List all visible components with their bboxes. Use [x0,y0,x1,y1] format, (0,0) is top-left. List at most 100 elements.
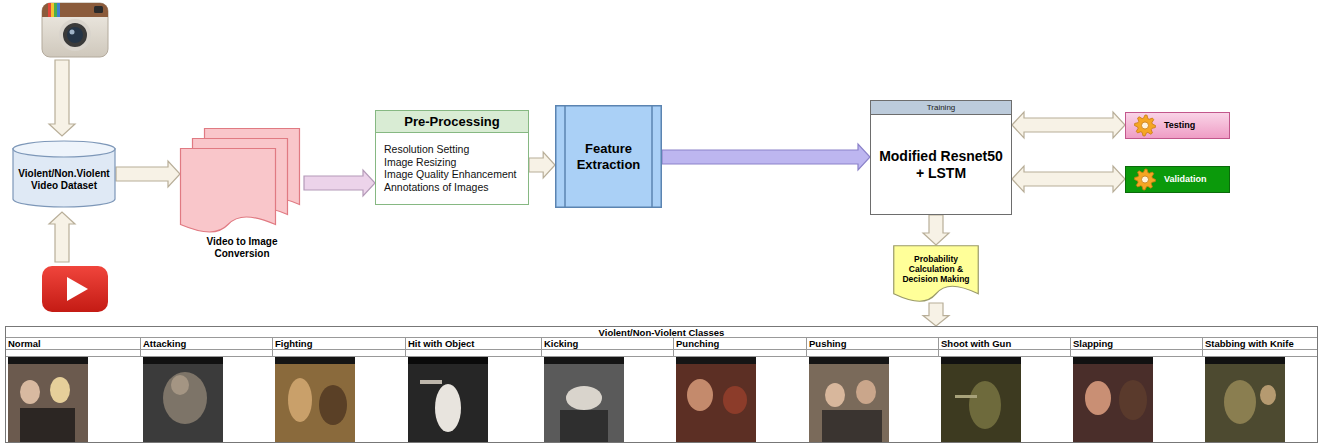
thumbnail-figure [955,395,977,398]
class-name: Normal [6,338,140,350]
table-cell: Punching [674,338,807,357]
table-cell: Stabbing with Knife [1203,338,1317,357]
class-name: Kicking [542,338,673,350]
gear-hole [1142,122,1149,129]
document-outline [894,246,979,302]
thumbnail [8,357,88,443]
node-title: Validation [1164,174,1207,185]
node-title: Testing [1164,120,1195,131]
flow-arrow [116,161,180,187]
thumbnail-band [408,357,488,364]
table-cell: Hit with Object [406,338,542,357]
class-name: Pushing [807,338,938,350]
node-text: Resolution Setting [376,143,528,156]
icon-stripe [54,3,57,17]
thumbnail [275,357,355,443]
thumbnail-figure [420,380,442,384]
thumbnail-band [275,357,355,364]
thumbnail [143,357,223,443]
thumbnail-figure [319,385,347,425]
process-outline [556,106,662,208]
class-name: Shoot with Gun [939,338,1070,350]
thumbnail-figure [723,386,747,414]
frame-page [181,149,276,233]
flow-arrow [304,170,375,196]
process-bar [564,105,566,208]
thumbnail-band [544,357,624,364]
source-arrow [49,60,75,136]
cylinder-top [13,141,115,157]
thumbnail-band [8,357,88,364]
thumbnail-figure [969,381,1001,429]
class-name: Slapping [1071,338,1202,350]
testing-box: Testing [1125,112,1230,139]
thumbnail-figure [560,410,608,443]
thumbnail-figure [50,377,70,403]
thumbnail [941,357,1021,443]
icon-body [42,266,108,312]
thumbnail-band [1205,357,1285,364]
node-title: Training [871,101,1011,115]
icon-lens [67,27,83,43]
dataset-cylinder: Violent/Non.Violent Video Dataset [12,140,116,208]
class-thumbnails [8,357,1285,443]
thumbnail [544,357,624,443]
class-name: Punching [674,338,806,350]
node-title: Violent/Non-Violent Classes [6,327,1317,338]
node-text: Modified Resnet50 + LSTM [871,115,1011,214]
icon-stripe [48,3,51,17]
thumbnail [1205,357,1285,443]
node-title: Violent/Non.Violent Video Dataset [14,168,114,192]
thumbnail-figure [1260,385,1276,405]
flow-arrow [923,215,949,245]
thumbnail-figure [856,380,876,404]
thumbnail [408,357,488,443]
flow-arrow [662,144,870,170]
node-text: Annotations of Images [376,181,528,194]
icon-lens [61,21,89,49]
play-symbol [67,277,88,301]
gear-icon [1135,115,1156,136]
process-bar [651,105,653,208]
gear-icon [1135,169,1156,190]
source-arrow [49,212,75,262]
thumbnail-figure [1224,380,1256,424]
table-cell: Pushing [807,338,939,357]
table-cell: Fighting [273,338,406,357]
node-text: Image Resizing [376,156,528,169]
flow-arrow [923,303,949,326]
thumbnail-figure [20,380,40,404]
flow-arrow [1012,166,1125,192]
thumbnail-figure [171,375,189,395]
class-name: Hit with Object [406,338,541,350]
thumbnail [676,357,756,443]
table-cell: Shoot with Gun [939,338,1071,357]
icon-stripe [57,3,60,17]
thumbnail-figure [435,384,461,432]
node-title: Probability Calculation & Decision Makin… [897,254,975,284]
process-box: Pre-ProcessingResolution SettingImage Re… [375,110,529,205]
thumbnail-figure [825,383,845,407]
validation-box: Validation [1125,166,1230,193]
flow-arrow [529,152,555,178]
thumbnail-band [1073,357,1153,364]
class-name: Stabbing with Knife [1203,338,1317,350]
node-text: Image Quality Enhancement [376,168,528,181]
icon-glint [70,30,75,35]
icon-viewfinder [94,6,103,13]
gear-hole [1142,176,1149,183]
video-icon [42,266,108,312]
icon-body [42,3,108,57]
thumbnail-band [143,357,223,364]
thumbnail-figure [288,378,312,422]
node-title: Video to Image Conversion [180,236,304,260]
thumbnail [809,357,889,443]
predefined-process: Feature Extraction [555,105,662,208]
frame-stack: Video to Image Conversion [180,128,304,268]
camera-icon [42,3,108,57]
document-shape: Probability Calculation & Decision Makin… [893,245,979,303]
thumbnail-band [676,357,756,364]
table-cell: Normal [6,338,141,357]
thumbnail-figure [20,408,75,443]
